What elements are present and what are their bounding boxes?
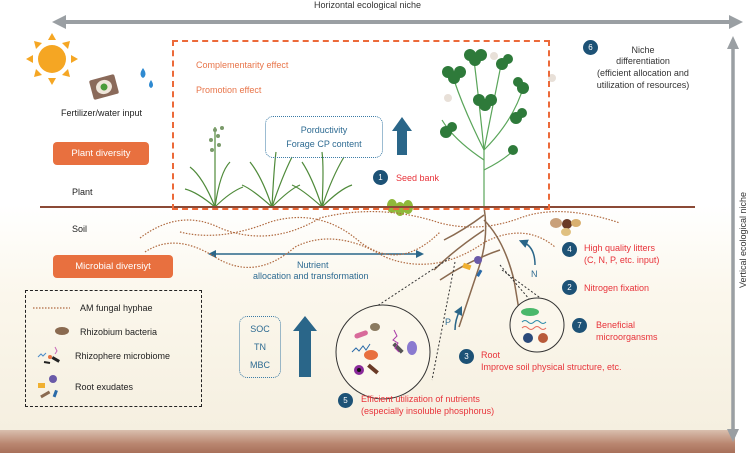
nitrogen-fixation-label: Nitrogen fixation [584,283,650,293]
badge-7: 7 [572,318,587,333]
legend-hyphae-label: AM fungal hyphae [80,303,153,313]
microorganisms-label: microorgansms [596,332,658,342]
soc-label: SOC [250,324,270,334]
litter-leaves-icon [550,218,581,236]
legend-exudates-label: Root exudates [75,382,134,392]
legend-box [25,290,202,407]
soil-properties-box: SOC TN MBC [239,316,281,378]
fertilizer-water-label: Fertilizer/water input [61,108,143,118]
root-exudates-icon [462,256,483,277]
seed-bank-label: Seed bank [396,173,440,183]
productivity-box: Porductivity Forage CP content [265,116,383,158]
plant-layer-label: Plant [72,187,93,197]
promotion-effect-label: Promotion effect [196,85,262,95]
nutrient-label: Nutrient [297,260,329,270]
forage-cp-label: Forage CP content [286,139,362,149]
badge-6: 6 [583,40,598,55]
microorganism-zoom-circle [499,264,565,353]
complementarity-effect-label: Complementarity effect [196,60,289,70]
insoluble-phosphorus-label: (especially insoluble phosphorus) [361,406,495,416]
sun-icon [26,33,78,85]
efficient-nutrients-label: Efficient utilization of nutrients [361,394,480,404]
nutrient-allocation-label: allocation and transformation [253,271,369,281]
utilization-resources-label: utilization of resources) [596,80,690,90]
horizontal-niche-label: Horizontal ecological niche [314,0,422,10]
microbiome-icon [37,346,60,364]
phosphorus-label: P [445,317,452,327]
soil-layer-label: Soil [72,224,88,234]
fertilizer-bag-icon [89,74,119,100]
badge-3: 3 [459,349,474,364]
badge-1: 1 [373,170,388,185]
badge-2: 2 [562,280,577,295]
productivity-up-arrow [392,117,412,155]
beneficial-label: Beneficial [596,320,636,330]
rhizosphere-zoom-circle [335,257,456,400]
litters-label: High quality litters [584,243,656,253]
differentiation-label: differentiation [616,56,670,66]
exudates-icon [38,375,58,399]
badge-5: 5 [338,393,353,408]
root-label: Root [481,350,501,360]
plant-diversity-label: Plant diversity [53,142,149,165]
nitrogen-label: N [531,269,538,279]
productivity-label: Porductivity [300,125,348,135]
soil-structure-label: Improve soil physical structure, etc. [481,362,622,372]
horizontal-niche-arrow [52,15,743,29]
fungal-hyphae [139,210,621,268]
mbc-label: MBC [250,360,270,370]
litters-input-label: (C, N, P, etc. input) [584,255,660,265]
tn-label: TN [254,342,266,352]
clover-plant-icon [440,49,556,207]
n-arrow [518,239,536,266]
grass-seedhead-icon [209,126,224,152]
plant-effects-box [172,40,550,210]
p-arrow [453,305,463,331]
vertical-niche-arrow [727,36,739,442]
badge-4: 4 [562,242,577,257]
microbial-diversity-label: Microbial diversiyt [53,255,173,278]
efficient-allocation-label: (efficient allocation and [597,68,689,78]
grass-plants-icon [184,127,353,208]
legend-rhizobium-label: Rhizobium bacteria [80,327,158,337]
ground-line [40,206,695,208]
niche-label: Niche [631,45,655,55]
rhizobium-icon [55,327,69,335]
water-drop-icon [140,68,153,88]
legend-microbiome-label: Rhizophere microbiome [75,351,171,361]
soil-up-arrow [293,316,317,377]
soil-bottom-band [0,430,735,453]
